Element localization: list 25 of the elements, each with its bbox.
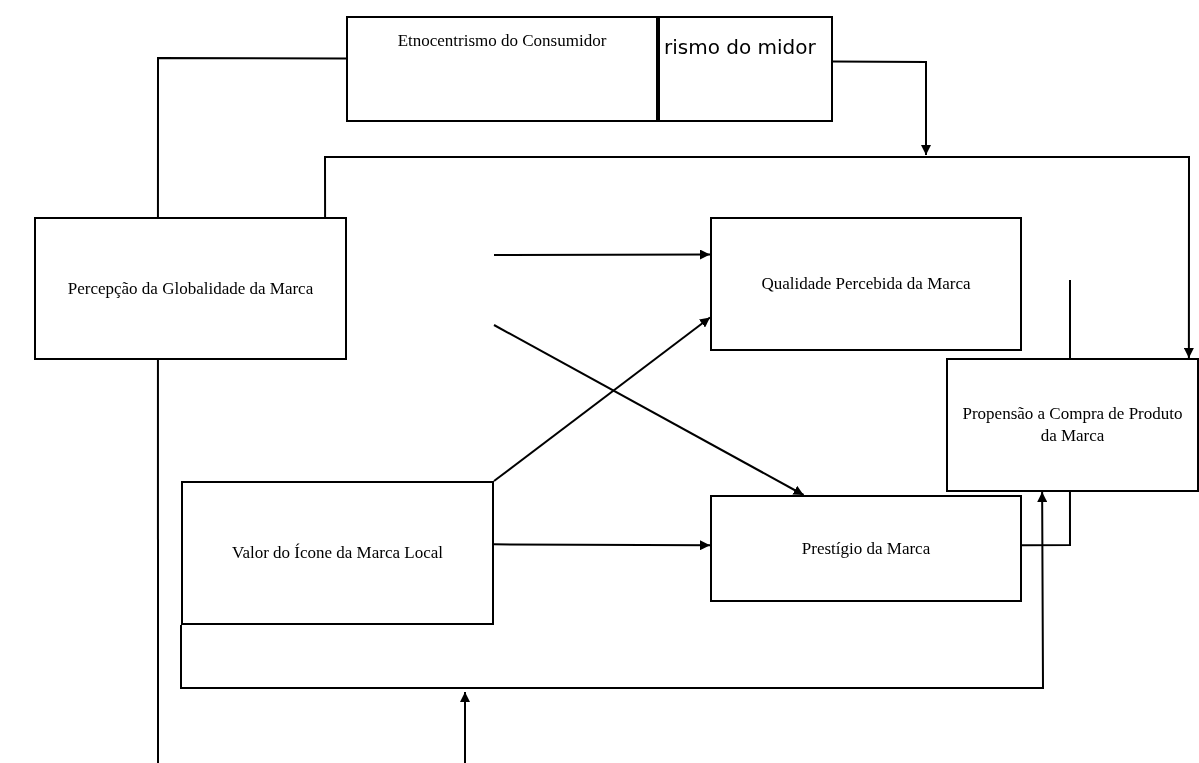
box-label: rismo do midor <box>664 34 816 61</box>
arrow <box>493 249 711 260</box>
arrow <box>324 156 1194 359</box>
concept-box <box>710 495 1022 602</box>
box-label: Percepção da Globalidade da Marca <box>67 277 314 300</box>
box-label: Prestígio da Marca <box>801 537 931 560</box>
arrow <box>180 491 1048 689</box>
arrow <box>493 540 711 551</box>
box-label: Qualidade Percebida da Marca <box>761 273 971 295</box>
connector-line <box>156 359 159 763</box>
box-label: Valor do Ícone da Marca Local <box>232 542 443 564</box>
arrow <box>832 60 931 156</box>
concept-box <box>658 16 833 122</box>
box-label: Etnocentrismo do Consumidor <box>397 30 607 52</box>
concept-box <box>946 358 1199 492</box>
connector-line <box>1068 279 1071 359</box>
concept-box <box>346 16 658 122</box>
box-label: Propensão a Compra de Produto da Marca <box>961 403 1184 447</box>
arrow <box>493 316 711 482</box>
connector-line <box>1021 491 1071 547</box>
concept-box <box>181 481 494 625</box>
connector-line <box>156 57 347 218</box>
concept-box <box>34 217 347 360</box>
arrow <box>493 324 805 496</box>
concept-box <box>710 217 1022 351</box>
